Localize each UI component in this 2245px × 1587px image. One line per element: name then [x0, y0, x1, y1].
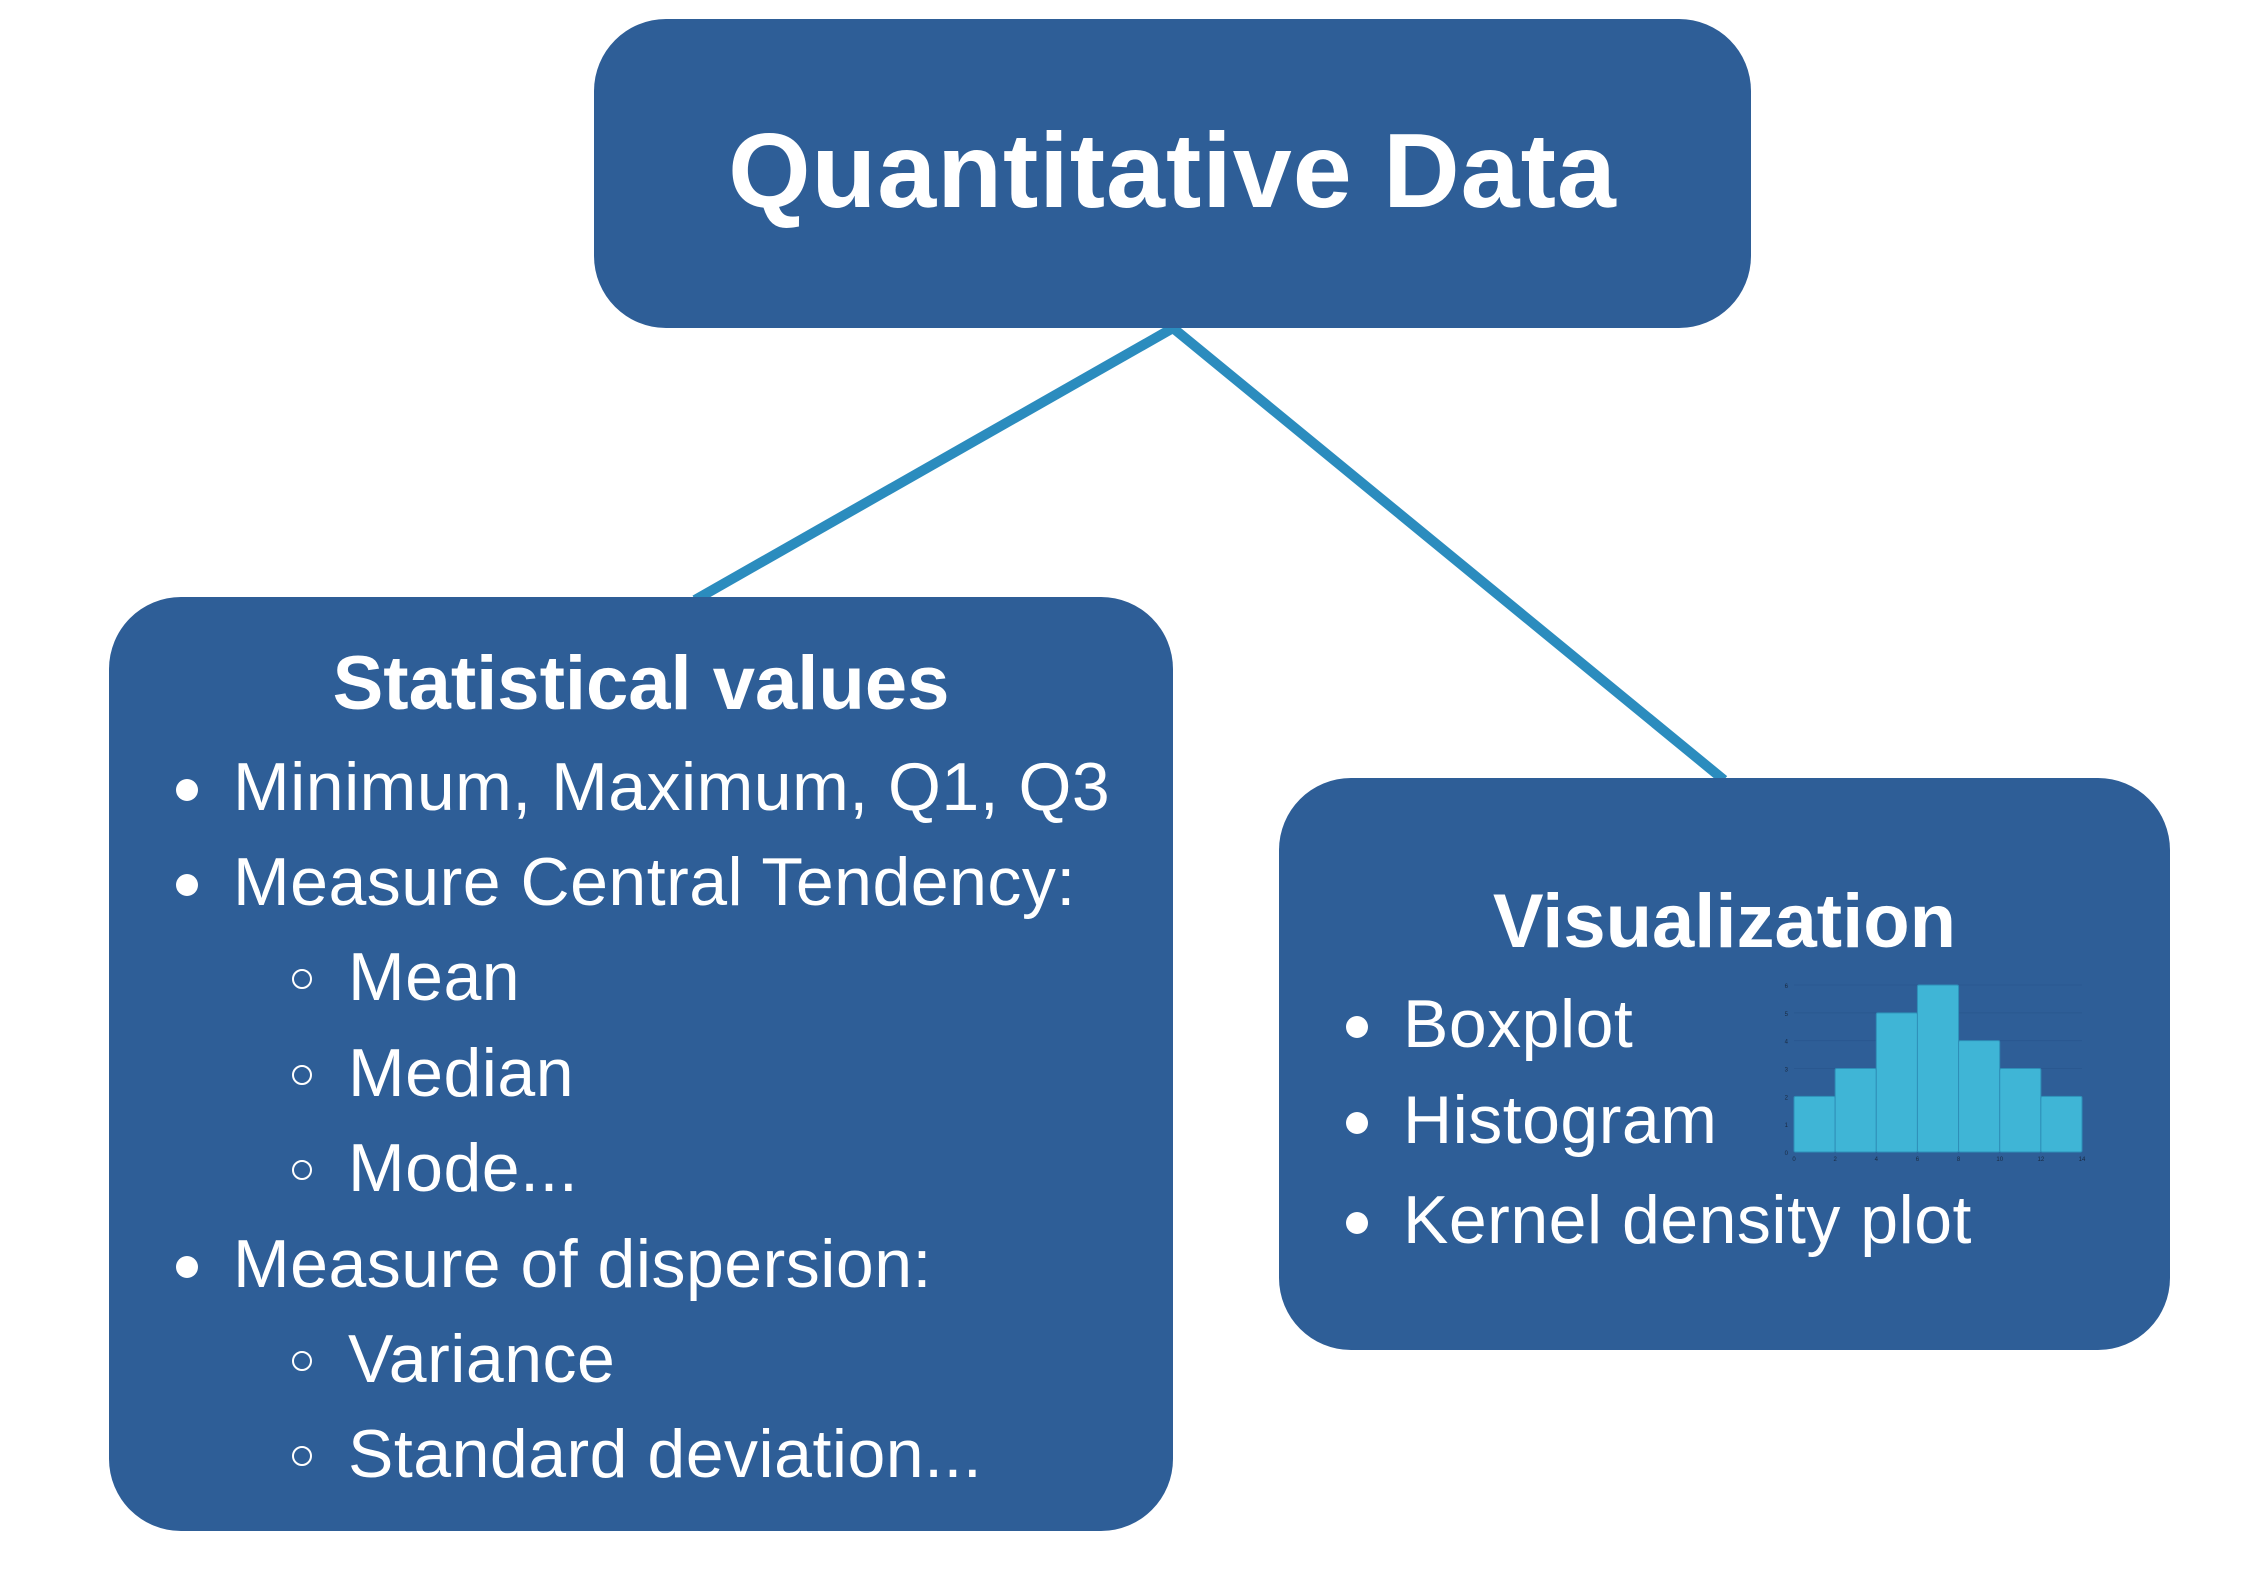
visualization-item: Boxplot: [1403, 986, 1634, 1062]
histogram-bar: [1834, 1068, 1877, 1153]
x-tick-label: 4: [1875, 1157, 1879, 1163]
sub-bullet-icon: [292, 1446, 312, 1466]
statistical-item: Standard deviation...: [348, 1416, 983, 1492]
bullet-icon: [176, 874, 198, 896]
statistical-item: Measure of dispersion:: [233, 1226, 932, 1302]
root-node: [594, 19, 1751, 328]
connector-left: [692, 323, 1176, 605]
histogram-bar: [1958, 1040, 2001, 1153]
histogram-bar: [1999, 1068, 2042, 1153]
bullet-icon: [1346, 1112, 1368, 1134]
statistical-item: Variance: [348, 1321, 616, 1397]
x-tick-label: 2: [1833, 1157, 1837, 1163]
histogram-bar: [1793, 1095, 1836, 1153]
statistical-item: Median: [348, 1035, 575, 1111]
statistical-item: Measure Central Tendency:: [233, 844, 1076, 920]
visualization-item: Histogram: [1403, 1082, 1718, 1158]
y-tick-label: 3: [1785, 1068, 1789, 1074]
root-title: Quantitative Data: [728, 112, 1617, 230]
histogram-bar: [1916, 984, 1960, 1153]
x-tick-label: 8: [1957, 1157, 1961, 1163]
bullet-icon: [1346, 1212, 1368, 1234]
y-tick-label: 2: [1785, 1095, 1789, 1101]
y-tick-label: 1: [1785, 1123, 1789, 1129]
y-tick-label: 0: [1785, 1151, 1789, 1157]
y-tick-label: 5: [1785, 1012, 1789, 1018]
sub-bullet-icon: [292, 969, 312, 989]
visualization-heading: Visualization: [1492, 879, 1957, 964]
statistical-item: Mean: [348, 939, 521, 1015]
statistical-item: Minimum, Maximum, Q1, Q3: [233, 749, 1111, 825]
visualization-item: Kernel density plot: [1403, 1182, 1972, 1258]
y-tick-label: 4: [1785, 1040, 1789, 1046]
visualization-node: [1279, 778, 2170, 1350]
histogram-bar: [2040, 1095, 2083, 1153]
x-tick-label: 0: [1792, 1157, 1796, 1163]
statistical-values-node: [109, 597, 1173, 1531]
x-tick-label: 6: [1916, 1157, 1920, 1163]
connector-right: [1169, 324, 1728, 784]
bullet-icon: [176, 779, 198, 801]
x-tick-label: 14: [2079, 1157, 2086, 1163]
x-tick-label: 12: [2038, 1157, 2045, 1163]
statistical-heading: Statistical values: [332, 641, 950, 726]
statistical-item: Mode...: [348, 1130, 579, 1206]
bullet-icon: [1346, 1016, 1368, 1038]
y-tick-label: 6: [1785, 984, 1789, 990]
bullet-icon: [176, 1256, 198, 1278]
sub-bullet-icon: [292, 1351, 312, 1371]
x-tick-label: 10: [1996, 1157, 2003, 1163]
sub-bullet-icon: [292, 1160, 312, 1180]
sub-bullet-icon: [292, 1065, 312, 1085]
histogram-bar: [1875, 1012, 1918, 1153]
